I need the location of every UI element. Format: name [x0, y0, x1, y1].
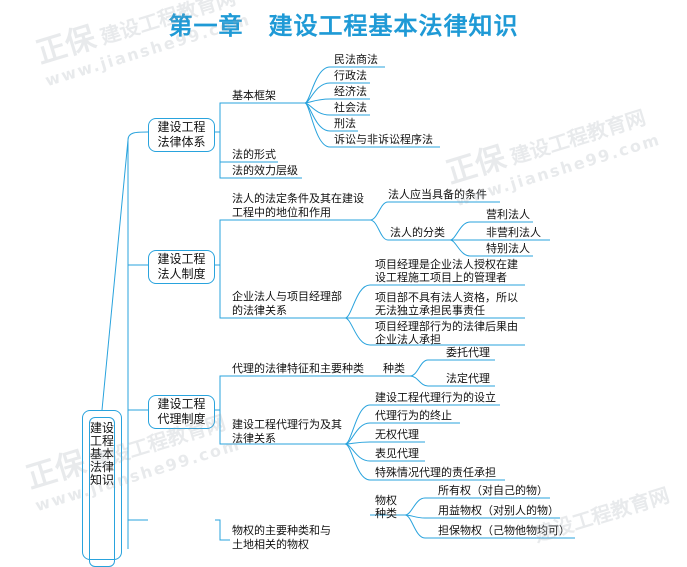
- node-manager-authorized: 项目经理是企业法人授权在建设工程施工项目上的管理者: [375, 258, 518, 284]
- node-nonprofit-entity: 非营利法人: [486, 226, 541, 239]
- node-basic-framework: 基本框架: [232, 89, 276, 102]
- branch-agency-label: 建设工程代理制度: [157, 397, 206, 426]
- node-legal-classification: 法人的分类: [390, 226, 445, 239]
- node-administrative-law: 行政法: [334, 69, 367, 82]
- node-apparent-agency: 表见代理: [375, 447, 419, 460]
- node-security-rights: 担保物权（己物他物均可）: [438, 524, 570, 537]
- node-enterprise-relation: 企业法人与项目经理部的法律关系: [232, 290, 342, 317]
- branch-legal-system-label: 建设工程法律体系: [157, 120, 206, 149]
- node-ownership: 所有权（对自己的物）: [438, 484, 548, 497]
- node-special-agency-liability: 特殊情况代理的责任承担: [375, 466, 496, 479]
- mindmap-connectors: [101, 66, 575, 549]
- node-unauthorized-agency: 无权代理: [375, 428, 419, 441]
- node-social-law: 社会法: [334, 101, 367, 114]
- node-forms-of-law: 法的形式: [232, 148, 276, 161]
- branch-legal-system: 建设工程法律体系: [148, 118, 215, 152]
- node-agency-termination: 代理行为的终止: [375, 409, 452, 422]
- node-property-rights: 物权的主要种类和与土地相关的物权: [232, 524, 331, 551]
- node-agency-establish: 建设工程代理行为的设立: [375, 391, 496, 404]
- node-special-entity: 特别法人: [486, 242, 530, 255]
- node-usufruct: 用益物权（对别人的物）: [438, 504, 559, 517]
- node-no-legal-status: 项目部不具有法人资格，所以无法独立承担民事责任: [375, 291, 518, 317]
- branch-agency: 建设工程代理制度: [148, 395, 215, 429]
- node-legal-consequence: 项目经理部行为的法律后果由企业法人承担: [375, 320, 518, 346]
- node-statutory-agency: 法定代理: [446, 372, 490, 385]
- node-law-hierarchy: 法的效力层级: [232, 164, 298, 177]
- page-title: 第一章 建设工程基本法律知识: [168, 12, 519, 40]
- node-agency-kinds: 种类: [383, 362, 405, 375]
- node-profit-entity: 营利法人: [486, 208, 530, 221]
- node-economic-law: 经济法: [334, 85, 367, 98]
- node-legal-conditions: 法人应当具备的条件: [388, 188, 487, 201]
- node-agency-conduct: 建设工程代理行为及其法律关系: [232, 418, 342, 445]
- root-node: 建设工程基本法律知识: [82, 410, 122, 567]
- node-procedure-law: 诉讼与非诉讼程序法: [334, 133, 433, 146]
- node-criminal-law: 刑法: [334, 117, 356, 130]
- node-entrusted-agency: 委托代理: [446, 346, 490, 359]
- branch-legal-person-label: 建设工程法人制度: [157, 252, 206, 281]
- root-label: 建设工程基本法律知识: [89, 417, 115, 567]
- node-agency-features: 代理的法律特征和主要种类: [232, 362, 364, 375]
- node-legal-status: 法人的法定条件及其在建设工程中的地位和作用: [232, 192, 364, 219]
- branch-legal-person: 建设工程法人制度: [148, 250, 215, 284]
- node-civil-commercial-law: 民法商法: [334, 53, 378, 66]
- node-property-kinds: 物权种类: [375, 494, 397, 520]
